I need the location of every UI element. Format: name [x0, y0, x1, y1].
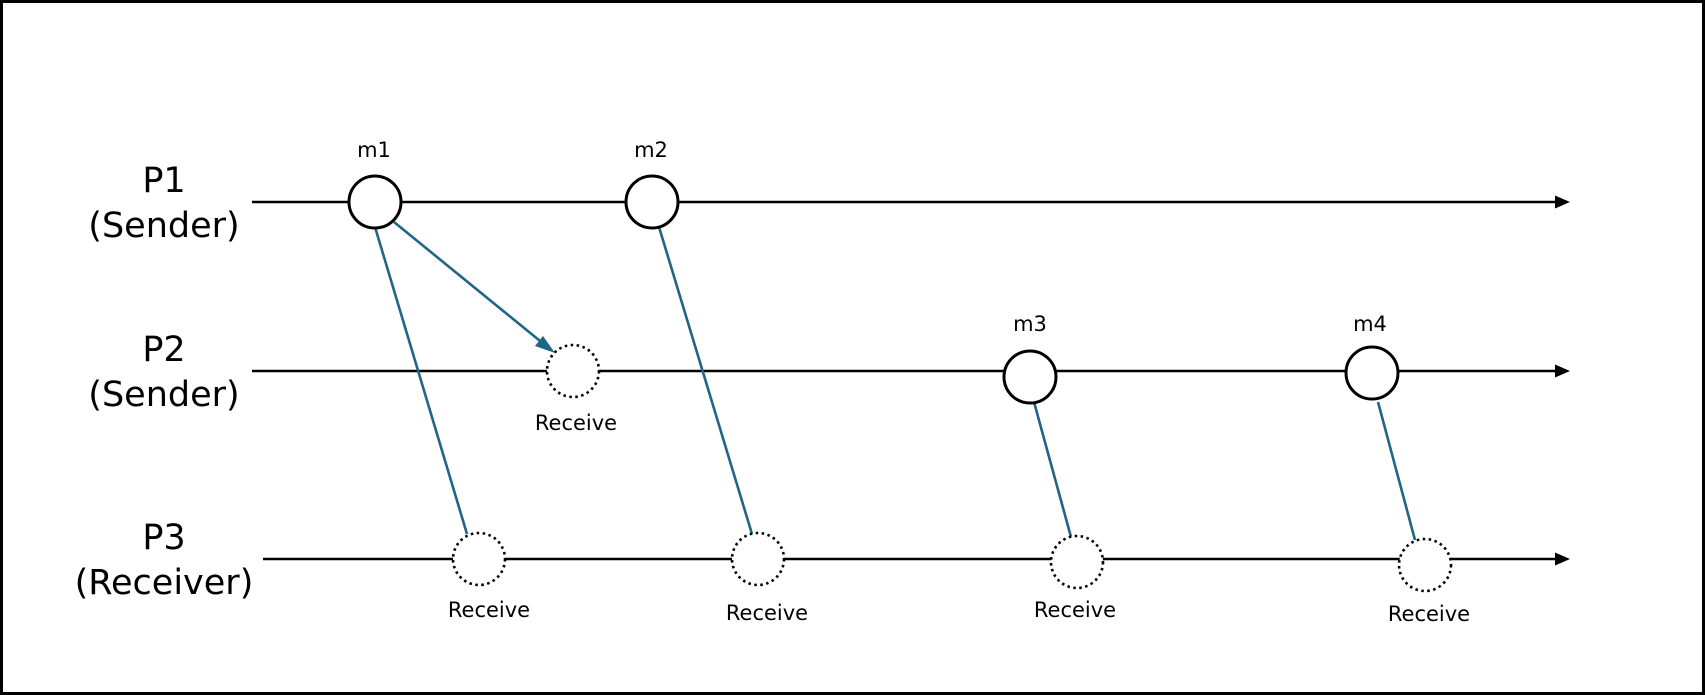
message-line-m4-to-p3 [1376, 401, 1417, 541]
send-event-m1 [347, 174, 403, 230]
process-label-p3-role: (Receiver) [75, 563, 254, 603]
message-label-m2: m2 [634, 138, 668, 162]
send-event-m2 [624, 174, 680, 230]
receive-label-p3-m3: Receive [1034, 598, 1116, 622]
receive-event-p3-m3 [1049, 534, 1105, 590]
receive-event-p3-m2 [730, 531, 786, 587]
process-label-p2-name: P2 [142, 330, 185, 370]
receive-label-p3-m2: Receive [726, 601, 808, 625]
message-line-m3-to-p3 [1032, 401, 1073, 538]
message-line-m2-to-p3 [657, 226, 754, 535]
process-label-p1-name: P1 [142, 161, 185, 201]
message-label-m3: m3 [1013, 312, 1047, 336]
message-label-m4: m4 [1353, 312, 1387, 336]
receive-label-p3-m4: Receive [1388, 602, 1470, 626]
send-event-m4 [1344, 345, 1400, 401]
timeline-arrowhead-p3 [1555, 552, 1570, 566]
timeline-arrowhead-p1 [1555, 195, 1570, 209]
send-event-m3 [1002, 349, 1058, 405]
process-label-p1-role: (Sender) [88, 206, 239, 246]
receive-event-p3-m1 [451, 531, 507, 587]
message-arrowhead-m1-to-p2 [535, 336, 555, 353]
message-line-m1-to-p2 [393, 220, 546, 347]
process-label-p3-name: P3 [142, 518, 185, 558]
receive-event-p3-m4 [1397, 537, 1453, 593]
receive-label-p2-m1: Receive [535, 411, 617, 435]
message-line-m1-to-p3 [373, 226, 469, 535]
process-label-p2-role: (Sender) [88, 375, 239, 415]
receive-event-p2-m1 [545, 343, 601, 399]
receive-label-p3-m1: Receive [448, 598, 530, 622]
timeline-arrowhead-p2 [1555, 364, 1570, 378]
message-label-m1: m1 [357, 138, 391, 162]
